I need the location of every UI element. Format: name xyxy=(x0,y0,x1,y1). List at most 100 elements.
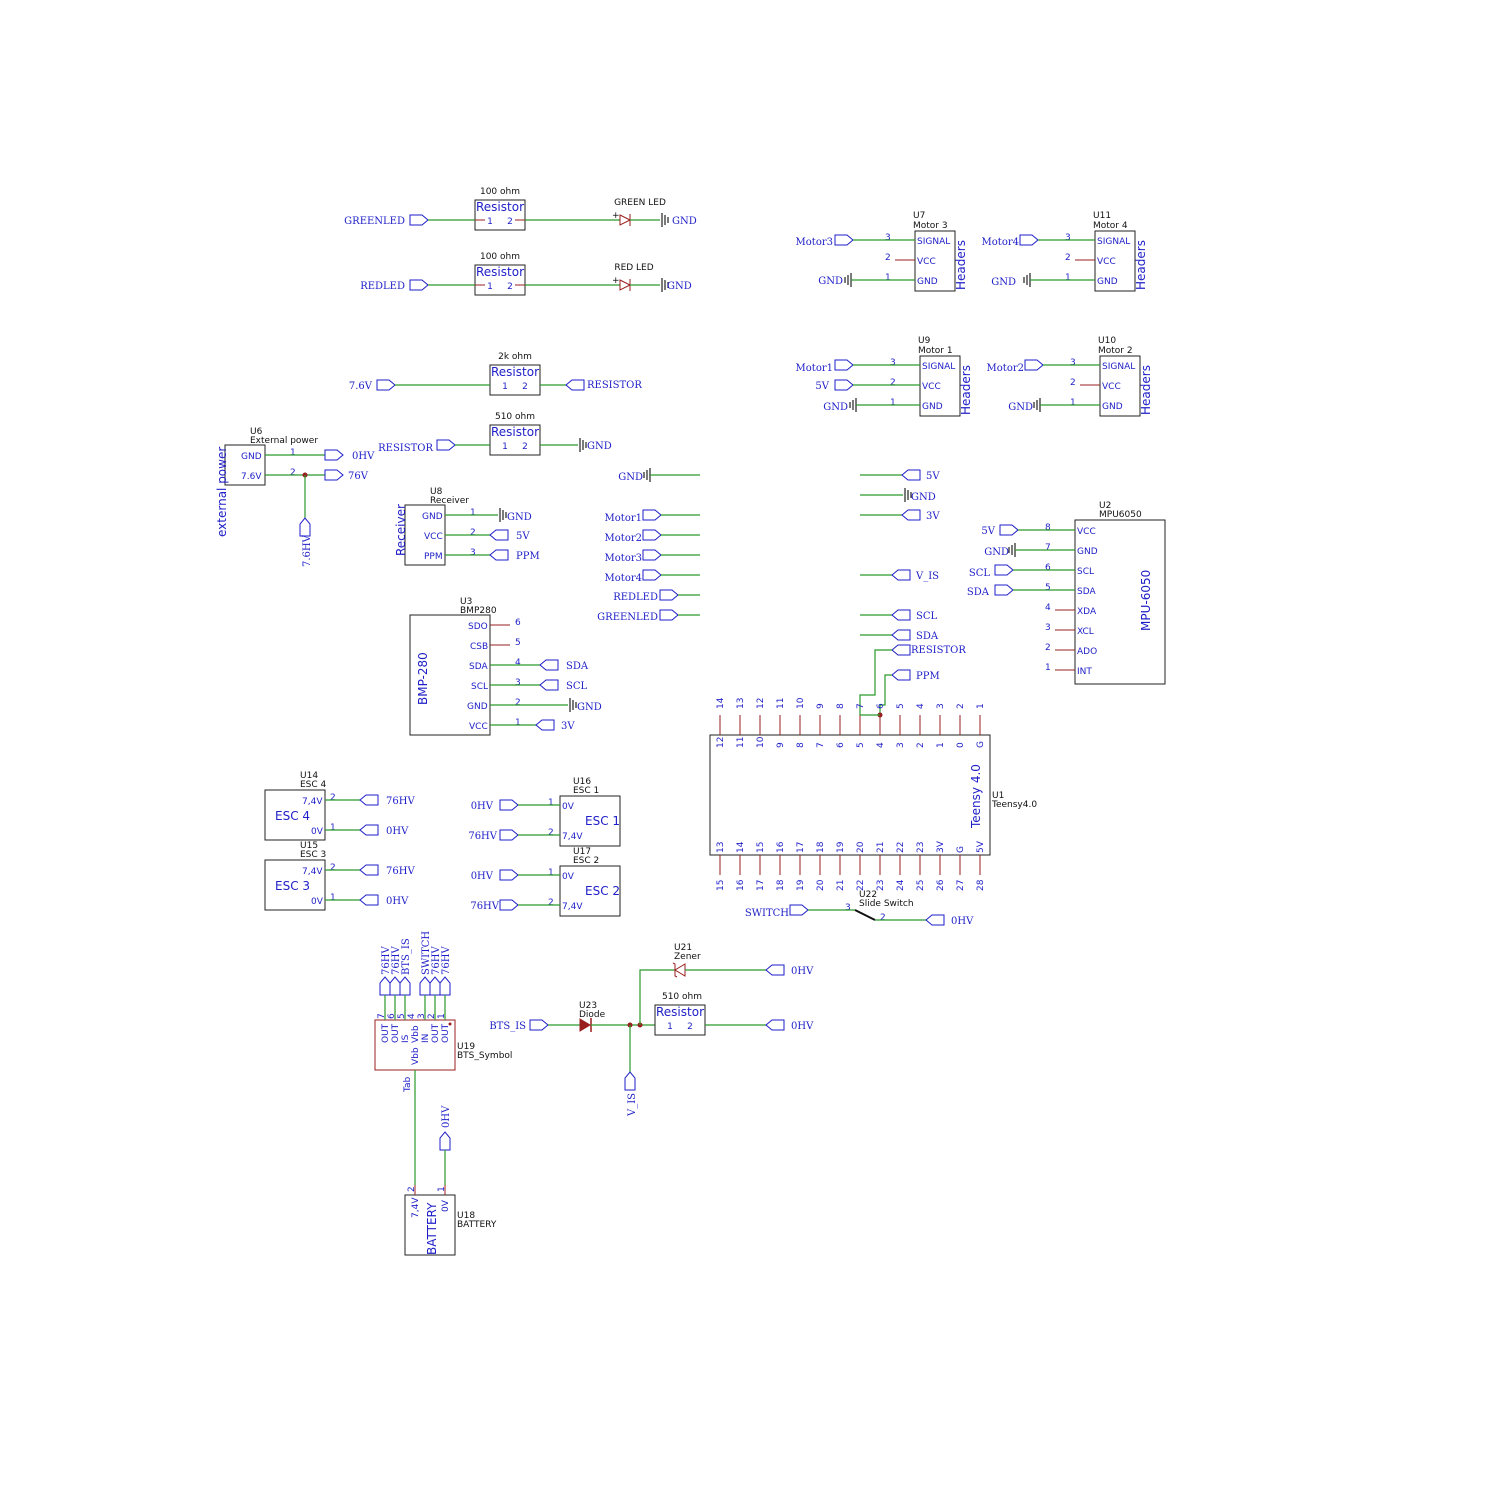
net-label-v-is: V_IS xyxy=(915,571,939,582)
net-label-resistor: RESISTOR xyxy=(587,380,642,391)
net-label-3v: 3V xyxy=(561,721,575,732)
pin-number: 2 xyxy=(548,898,554,908)
bts-pin-name: Vbb xyxy=(411,1025,421,1043)
pin-number: 1 xyxy=(502,382,508,392)
desc: BATTERY xyxy=(457,1220,497,1230)
pin-int: INT xyxy=(1077,667,1092,677)
pin-number: 3 xyxy=(885,233,891,243)
net-label-greenled: GREENLED xyxy=(597,612,658,623)
net-label-gnd: GND xyxy=(587,441,612,452)
pin-0v: 0V xyxy=(562,802,575,812)
pin-xda: XDA xyxy=(1077,607,1097,617)
teensy-top-pin-name: 3 xyxy=(896,742,906,748)
teensy-top-pin-name: 9 xyxy=(776,742,786,748)
bts-pin-name: OUT xyxy=(431,1023,441,1043)
net-label-76hv: 76HV xyxy=(386,866,415,877)
pin-number: 2 xyxy=(507,282,513,292)
pin-7v4: 7,4V xyxy=(411,1197,421,1218)
teensy-4: Teensy 4.0 U1 Teensy4.0 1412131513111416… xyxy=(709,697,1037,891)
teensy-bottom-pin-name: 18 xyxy=(816,841,826,853)
bts-net-flags: 76HV 76HV BTS_IS SWITCH 76HV 76HV xyxy=(379,931,452,996)
teensy-top-pin-number: 10 xyxy=(796,697,806,709)
teensy-top-pin-name: 6 xyxy=(836,742,846,748)
pin-number: 1 xyxy=(548,798,554,808)
pin-number: 6 xyxy=(1045,563,1051,573)
teensy-bottom-pin-number: 28 xyxy=(976,879,986,891)
teensy-top-pin-name: 8 xyxy=(796,742,806,748)
bts-pin-name: IS xyxy=(401,1034,411,1043)
net-label-switch: SWITCH xyxy=(421,931,432,975)
teensy-top-pin-number: 1 xyxy=(976,703,986,709)
pin-number: 6 xyxy=(515,618,521,628)
pin-number: 2 xyxy=(1070,378,1076,388)
teensy-top-pin-number: 4 xyxy=(916,703,926,709)
net-label-76v: 76V xyxy=(348,471,369,482)
net-label-motor4: Motor4 xyxy=(982,237,1019,248)
net-label-0hv: 0HV xyxy=(951,916,974,927)
pin-number: 1 xyxy=(330,893,336,903)
net-label-gnd: GND xyxy=(577,702,602,713)
teensy-top-pin-name: 4 xyxy=(876,742,886,748)
pin-vcc: VCC xyxy=(469,722,488,732)
desc: External power xyxy=(250,436,318,446)
pin-0v: 0V xyxy=(441,1199,451,1212)
receiver-side-label: Receiver xyxy=(394,504,408,556)
pin-vcc: VCC xyxy=(1102,382,1121,392)
pin-number: 4 xyxy=(1045,603,1051,613)
pin-gnd: GND xyxy=(922,402,943,412)
net-label-greenled: GREENLED xyxy=(344,216,405,227)
external-power: U6 External power GND 7.6V external powe… xyxy=(215,427,318,537)
teensy-bottom-pin-number: 26 xyxy=(936,879,946,891)
pin-7v4: 7,4V xyxy=(302,797,323,807)
resistor-value: 100 ohm xyxy=(480,252,520,262)
pin-number: 1 xyxy=(1045,663,1051,673)
net-label-motor1: Motor1 xyxy=(605,513,642,524)
pin-number: 2 xyxy=(687,1022,693,1032)
bts-pin-name: OUT xyxy=(441,1023,451,1043)
pin-vcc: VCC xyxy=(1077,527,1096,537)
ref: U8 xyxy=(430,487,443,497)
led-red: RED LED + xyxy=(612,263,654,291)
ref: U18 xyxy=(457,1211,475,1221)
bts-pin-number: 1 xyxy=(437,1013,447,1019)
teensy-bottom-pin-name: 15 xyxy=(756,842,766,853)
net-label-gnd: GND xyxy=(618,472,643,483)
esc-1: U16 ESC 1 ESC 1 0V 7,4V 1 2 xyxy=(548,777,621,847)
pin-gnd: GND xyxy=(1097,277,1118,287)
pin-0v: 0V xyxy=(311,897,324,907)
net-label-76hv: 76HV xyxy=(391,946,402,975)
net-label-motor3: Motor3 xyxy=(796,237,833,248)
bts-pin-number: 3 xyxy=(417,1013,427,1019)
desc: BMP280 xyxy=(460,606,497,616)
pin-vcc: VCC xyxy=(1097,257,1116,267)
teensy-bottom-pin-number: 16 xyxy=(736,879,746,891)
net-label-0hv: 0HV xyxy=(352,451,375,462)
teensy-bottom-pin-name: G xyxy=(956,846,966,853)
ref: U15 xyxy=(300,841,318,851)
pin-number: 7 xyxy=(1045,543,1051,553)
teensy-bottom-pin-name: 23 xyxy=(916,842,926,853)
teensy-top-pin-name: G xyxy=(976,741,986,748)
net-label-76hv: 76HV xyxy=(386,796,415,807)
pin-ado: ADO xyxy=(1077,647,1097,657)
teensy-top-pin-number: 8 xyxy=(836,703,846,709)
pin-number: 1 xyxy=(515,718,521,728)
header-motor4: U11 Motor 4 SIGNAL VCC GND Headers 3 2 1 xyxy=(1065,211,1148,292)
desc: BTS_Symbol xyxy=(457,1051,512,1061)
teensy-bottom-pin-number: 18 xyxy=(776,879,786,891)
teensy-top-pin-number: 7 xyxy=(856,703,866,709)
pin-signal: SIGNAL xyxy=(1102,362,1135,372)
desc: MPU6050 xyxy=(1099,510,1142,520)
pin-vcc: VCC xyxy=(917,257,936,267)
desc: Motor 3 xyxy=(913,221,948,231)
pin-number: 4 xyxy=(515,658,521,668)
desc: Receiver xyxy=(430,496,469,506)
net-label-76hv: 76HV xyxy=(470,901,499,912)
pin-number: 1 xyxy=(1065,273,1071,283)
teensy-top-pin-number: 9 xyxy=(816,703,826,709)
pin-number: 1 xyxy=(487,282,493,292)
ref: U6 xyxy=(250,427,263,437)
net-label-ppm: PPM xyxy=(916,671,940,682)
pin-7v4: 7,4V xyxy=(302,867,323,877)
teensy-bottom-pin-name: 14 xyxy=(736,841,746,853)
